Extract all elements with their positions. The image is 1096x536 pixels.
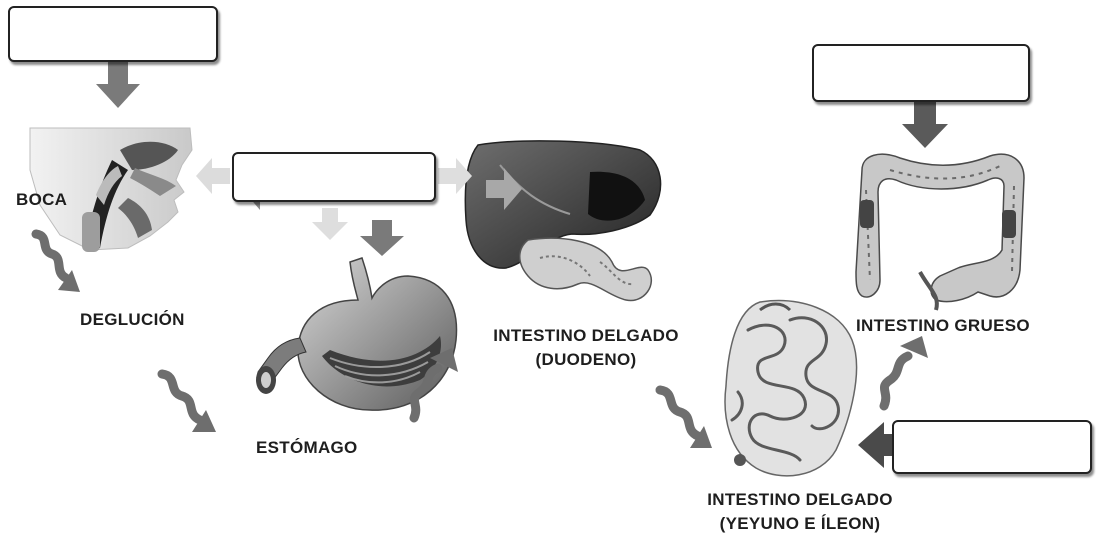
answer-box-top-right[interactable] (812, 44, 1030, 102)
squiggle-arrow-boca-to-deglucion (36, 234, 80, 292)
label-yeyuno-line2: (YEYUNO E ÍLEON) (680, 512, 920, 536)
arrow-down-mouth (96, 62, 140, 108)
squiggle-arrow-duodeno-to-yeyuno (660, 390, 712, 448)
arrow-down-stomach (360, 220, 404, 256)
liver-duodenum-illustration (465, 141, 660, 301)
label-boca: BOCA (16, 188, 67, 212)
arrow-down-large-intestine (902, 102, 948, 148)
label-duodeno-line2: (DUODENO) (466, 348, 706, 372)
answer-box-top-left[interactable] (8, 6, 218, 62)
label-duodeno: INTESTINO DELGADO (DUODENO) (466, 324, 706, 372)
squiggle-arrow-deglucion-to-estomago (162, 374, 216, 432)
label-duodeno-line1: INTESTINO DELGADO (466, 324, 706, 348)
label-yeyuno-line1: INTESTINO DELGADO (680, 488, 920, 512)
answer-box-bottom-right[interactable] (892, 420, 1092, 474)
label-estomago: ESTÓMAGO (256, 436, 358, 460)
label-grueso: INTESTINO GRUESO (856, 314, 1030, 338)
arrow-faded-down-center (312, 208, 348, 240)
large-intestine-illustration (856, 154, 1024, 310)
arrow-left-small-intestine (858, 422, 896, 468)
arrow-faded-left-to-mouth (196, 158, 230, 194)
answer-box-center[interactable] (232, 152, 436, 202)
label-yeyuno: INTESTINO DELGADO (YEYUNO E ÍLEON) (680, 488, 920, 536)
squiggle-arrow-yeyuno-to-grueso (884, 336, 928, 406)
label-deglucion: DEGLUCIÓN (80, 308, 185, 332)
small-intestine-illustration (725, 301, 857, 476)
